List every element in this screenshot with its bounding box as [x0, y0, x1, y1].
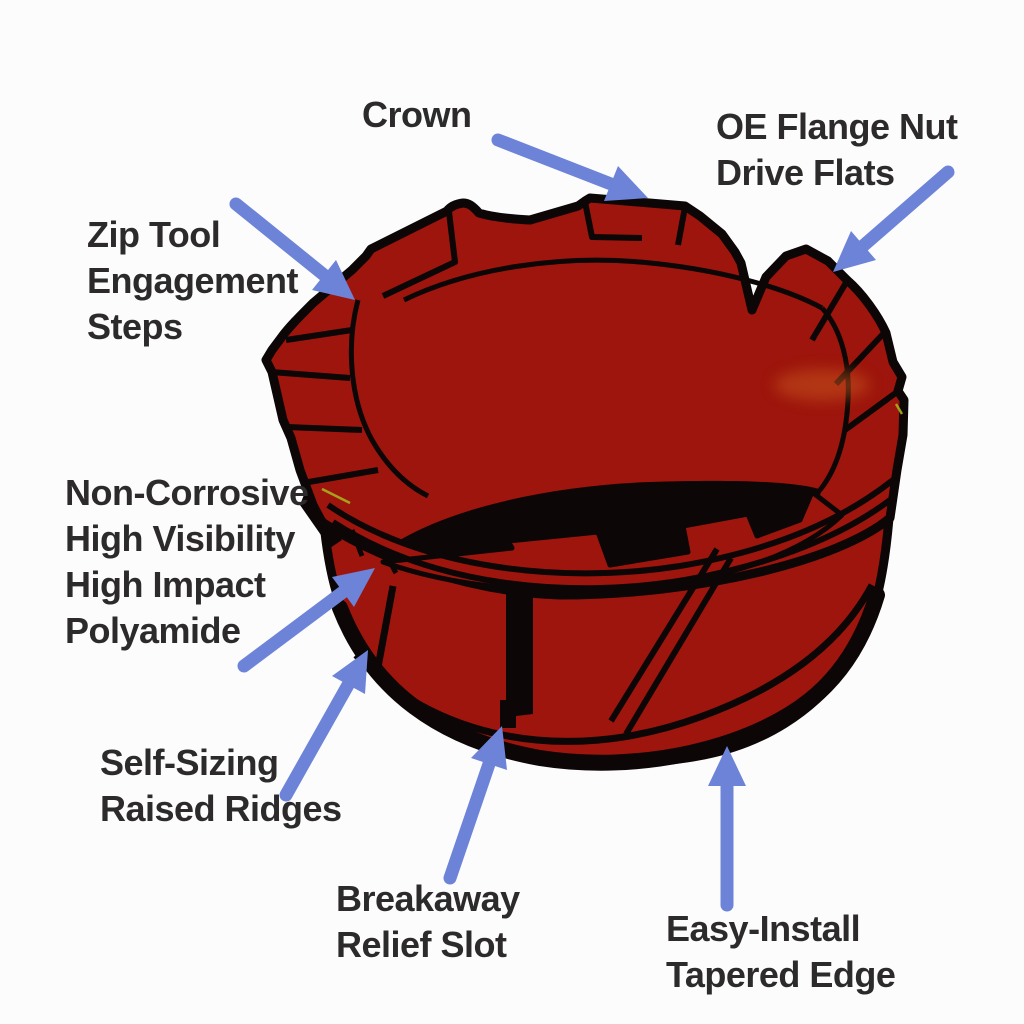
arrow-zip-tool-icon [229, 197, 355, 300]
arrow-non-corrosive-icon [237, 568, 375, 673]
label-zip-tool-engagement-steps: Zip Tool Engagement Steps [87, 214, 299, 348]
label-breakaway-relief-slot: Breakaway Relief Slot [336, 878, 520, 966]
arrow-breakaway-icon [443, 726, 507, 885]
arrow-crown-icon [491, 133, 648, 201]
cap-collar [326, 477, 895, 592]
label-self-sizing-raised-ridges: Self-Sizing Raised Ridges [100, 742, 342, 830]
cap-body-details [353, 547, 876, 745]
arrow-easy-install-icon [708, 746, 746, 912]
label-non-corrosive-polyamide: Non-Corrosive High Visibility High Impac… [65, 472, 309, 652]
label-crown: Crown [362, 94, 472, 135]
arrow-oe-flange-icon [833, 165, 955, 272]
breakaway-slot [500, 590, 533, 728]
arrow-self-sizing-icon [279, 650, 368, 802]
label-easy-install-tapered-edge: Easy-Install Tapered Edge [666, 908, 896, 996]
label-oe-flange-nut-drive-flats: OE Flange Nut Drive Flats [716, 106, 958, 194]
